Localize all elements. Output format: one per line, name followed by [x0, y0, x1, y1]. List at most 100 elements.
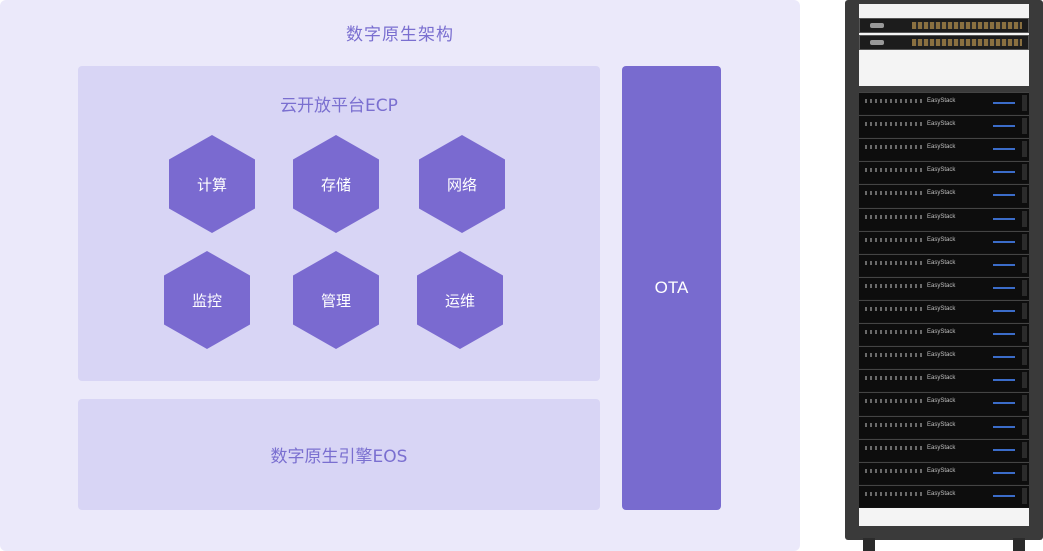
server-vents — [865, 122, 923, 127]
module-network: 网络 — [419, 135, 505, 233]
server-brand-logo: EasyStack — [927, 167, 956, 174]
server-status-light — [993, 448, 1015, 451]
server-status-light — [993, 333, 1015, 336]
module-compute: 计算 — [169, 135, 255, 233]
server-vents — [865, 214, 923, 219]
server-brand-logo: EasyStack — [927, 259, 956, 266]
server-handle — [1022, 279, 1027, 296]
switch-unit — [859, 35, 1029, 50]
module-management: 管理 — [293, 251, 379, 349]
server-brand-logo: EasyStack — [927, 190, 956, 197]
server-brand-logo: EasyStack — [927, 121, 956, 128]
module-operations: 运维 — [417, 251, 503, 349]
server-brand-logo: EasyStack — [927, 98, 956, 104]
server-handle — [1022, 487, 1027, 504]
server-unit: EasyStack — [859, 115, 1029, 138]
server-unit: EasyStack — [859, 392, 1029, 415]
server-unit: EasyStack — [859, 369, 1029, 392]
server-brand-logo: EasyStack — [927, 467, 956, 474]
server-brand-logo: EasyStack — [927, 144, 956, 151]
server-status-light — [993, 379, 1015, 382]
server-unit: EasyStack — [859, 300, 1029, 323]
server-unit: EasyStack — [859, 276, 1029, 299]
server-unit: EasyStack — [859, 230, 1029, 253]
server-handle — [1022, 395, 1027, 412]
server-brand-logo: EasyStack — [927, 398, 956, 405]
server-handle — [1022, 326, 1027, 343]
module-monitoring: 监控 — [164, 251, 250, 349]
server-vents — [865, 468, 923, 473]
server-vents — [865, 491, 923, 496]
module-storage: 存储 — [293, 135, 379, 233]
server-handle — [1022, 164, 1027, 181]
server-handle — [1022, 372, 1027, 389]
rack-bottom-bay — [859, 508, 1029, 526]
server-brand-logo: EasyStack — [927, 352, 956, 359]
server-status-light — [993, 263, 1015, 266]
server-status-light — [993, 217, 1015, 220]
server-vents — [865, 283, 923, 288]
server-unit: EasyStack — [859, 484, 1029, 507]
server-status-light — [993, 240, 1015, 243]
server-brand-logo: EasyStack — [927, 213, 956, 220]
server-brand-logo: EasyStack — [927, 282, 956, 289]
server-handle — [1022, 256, 1027, 273]
rack-foot — [1013, 538, 1025, 551]
server-handle — [1022, 464, 1027, 481]
server-status-light — [993, 148, 1015, 151]
switch-unit — [859, 18, 1029, 33]
server-status-light — [993, 356, 1015, 359]
server-status-light — [993, 310, 1015, 312]
server-status-light — [993, 125, 1015, 128]
server-status-light — [993, 194, 1015, 197]
server-vents — [865, 237, 923, 242]
server-vents — [865, 307, 923, 311]
ecp-title: 云开放平台ECP — [280, 96, 398, 116]
server-unit: EasyStack — [859, 415, 1029, 438]
server-status-light — [993, 494, 1015, 497]
architecture-panel: 数字原生架构 云开放平台ECP 计算 存储 网络 监控 管理 运维 数字原生引擎… — [0, 0, 800, 551]
server-vents — [865, 168, 923, 173]
server-vents — [865, 399, 923, 404]
server-unit: EasyStack — [859, 438, 1029, 461]
server-brand-logo: EasyStack — [927, 236, 956, 243]
network-switch — [859, 16, 1029, 50]
server-status-light — [993, 471, 1015, 474]
server-handle — [1022, 187, 1027, 204]
server-handle — [1022, 118, 1027, 135]
server-handle — [1022, 349, 1027, 366]
server-vents — [865, 145, 923, 150]
switch-ports — [912, 39, 1022, 46]
server-unit: EasyStack — [859, 323, 1029, 346]
server-vents — [865, 353, 923, 358]
server-unit: EasyStack — [859, 346, 1029, 369]
server-handle — [1022, 418, 1027, 435]
server-vents — [865, 376, 923, 381]
server-status-light — [993, 425, 1015, 428]
server-unit: EasyStack — [859, 184, 1029, 207]
server-brand-logo: EasyStack — [927, 306, 956, 312]
eos-block: 数字原生引擎EOS — [78, 399, 600, 510]
server-vents — [865, 422, 923, 427]
server-status-light — [993, 102, 1015, 104]
server-vents — [865, 445, 923, 450]
server-handle — [1022, 441, 1027, 458]
server-brand-logo: EasyStack — [927, 329, 956, 336]
server-vents — [865, 330, 923, 335]
server-handle — [1022, 95, 1027, 111]
server-vents — [865, 260, 923, 265]
server-status-light — [993, 402, 1015, 405]
switch-logo-icon — [870, 40, 884, 45]
server-vents — [865, 99, 923, 103]
server-handle — [1022, 233, 1027, 250]
server-handle — [1022, 141, 1027, 158]
server-brand-logo: EasyStack — [927, 421, 956, 428]
server-unit: EasyStack — [859, 161, 1029, 184]
server-brand-logo: EasyStack — [927, 444, 956, 451]
architecture-title: 数字原生架构 — [346, 25, 454, 45]
switch-ports — [912, 22, 1022, 29]
server-status-light — [993, 171, 1015, 174]
server-handle — [1022, 210, 1027, 227]
